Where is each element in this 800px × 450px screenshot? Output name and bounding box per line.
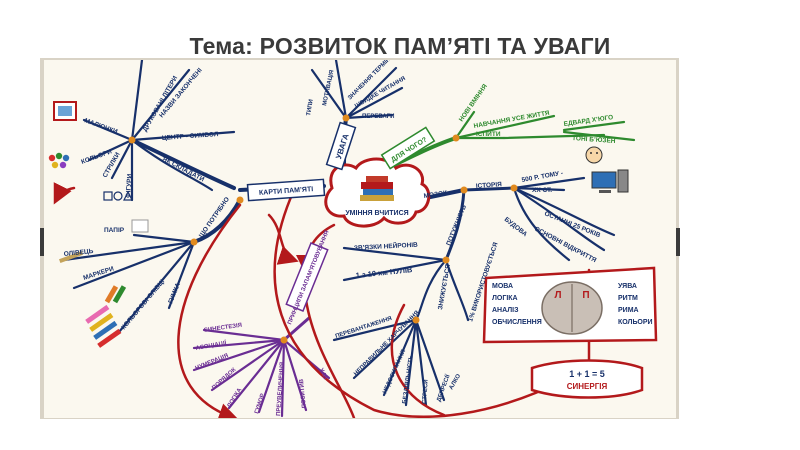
svg-text:УЯВА: УЯВА bbox=[618, 283, 637, 290]
mind-maps-box: КАРТИ ПАМ’ЯТІ bbox=[246, 178, 326, 202]
svg-text:ПАПІР: ПАПІР bbox=[104, 227, 125, 234]
svg-text:РИМА: РИМА bbox=[618, 307, 639, 314]
svg-text:ТОНІ Б’ЮЗЕН: ТОНІ Б’ЮЗЕН bbox=[572, 135, 616, 145]
face-icon bbox=[585, 146, 603, 164]
svg-text:ЛОГІКА: ЛОГІКА bbox=[492, 295, 518, 302]
svg-text:АНАЛІЗ: АНАЛІЗ bbox=[492, 307, 519, 314]
mind-maps-label: КАРТИ ПАМ’ЯТІ bbox=[259, 186, 314, 197]
frame-edge-right bbox=[672, 228, 680, 256]
center-label: УМІННЯ ВЧИТИСЯ bbox=[345, 210, 408, 217]
svg-text:ПОЗИТИВ: ПОЗИТИВ bbox=[299, 378, 308, 408]
left-hemisphere-list: МОВА ЛОГІКА АНАЛІЗ ОБЧИСЛЕННЯ bbox=[492, 283, 542, 326]
svg-text:ТИПИ: ТИПИ bbox=[306, 99, 315, 116]
branch-nodes bbox=[128, 114, 518, 344]
svg-text:ПЕРЕВАГИ: ПЕРЕВАГИ bbox=[362, 114, 394, 120]
computer-icon bbox=[591, 169, 629, 193]
red-arrows bbox=[53, 182, 591, 418]
right-hemisphere-list: УЯВА РИТМ РИМА КОЛЬОРИ bbox=[618, 283, 653, 326]
svg-text:РУХ: РУХ bbox=[319, 367, 329, 380]
svg-text:ІСТОРІЯ: ІСТОРІЯ bbox=[476, 181, 503, 190]
synergy-label: СИНЕРГІЯ bbox=[567, 382, 608, 391]
svg-text:СИНЕСТЕЗІЯ: СИНЕСТЕЗІЯ bbox=[203, 323, 242, 334]
books-icon bbox=[360, 176, 394, 201]
left-hemisphere-letter: Л bbox=[554, 290, 561, 301]
pencil-icon bbox=[59, 251, 83, 263]
brain-panel: Л П bbox=[482, 266, 658, 344]
picture-icon bbox=[53, 101, 77, 121]
attention-box: УВАГА bbox=[325, 121, 357, 171]
mind-map: УМІННЯ ВЧИТИСЯ КАРТИ ПАМ’ЯТІ ПРИНЦИПИ ЗА… bbox=[44, 60, 676, 418]
synergy-formula: 1 + 1 = 5 bbox=[569, 369, 605, 379]
right-hemisphere-letter: П bbox=[582, 290, 589, 301]
svg-text:МОВА: МОВА bbox=[492, 283, 513, 290]
color-dots-icon bbox=[48, 152, 70, 169]
svg-text:ОЛІВЕЦЬ: ОЛІВЕЦЬ bbox=[63, 248, 94, 258]
shapes-icon bbox=[103, 190, 133, 201]
color-pencils-icon bbox=[85, 304, 122, 348]
markers-icon bbox=[104, 285, 127, 304]
svg-text:ФІГУРИ: ФІГУРИ bbox=[125, 173, 134, 198]
synergy-box: 1 + 1 = 5 СИНЕРГІЯ bbox=[530, 359, 644, 399]
svg-text:СТРЕСИ: СТРЕСИ bbox=[422, 379, 430, 404]
svg-text:ХХ СТ. -: ХХ СТ. - bbox=[532, 187, 556, 194]
svg-text:ІСПИТИ: ІСПИТИ bbox=[476, 131, 501, 138]
svg-text:КОЛЬОРИ: КОЛЬОРИ bbox=[618, 319, 653, 326]
svg-text:РИТМ: РИТМ bbox=[618, 295, 638, 302]
center-node: УМІННЯ ВЧИТИСЯ bbox=[324, 157, 431, 228]
svg-text:ПРЕУВЕЛИЧЕННЯ: ПРЕУВЕЛИЧЕННЯ bbox=[276, 362, 286, 416]
svg-text:МОЗОК: МОЗОК bbox=[423, 190, 447, 200]
paper-icon bbox=[131, 219, 149, 233]
svg-text:ОБЧИСЛЕННЯ: ОБЧИСЛЕННЯ bbox=[492, 319, 542, 326]
svg-text:ЦЕНТР - СИМВОЛ: ЦЕНТР - СИМВОЛ bbox=[162, 131, 219, 142]
slide-title: Тема: РОЗВИТОК ПАМ’ЯТІ ТА УВАГИ bbox=[189, 33, 611, 59]
